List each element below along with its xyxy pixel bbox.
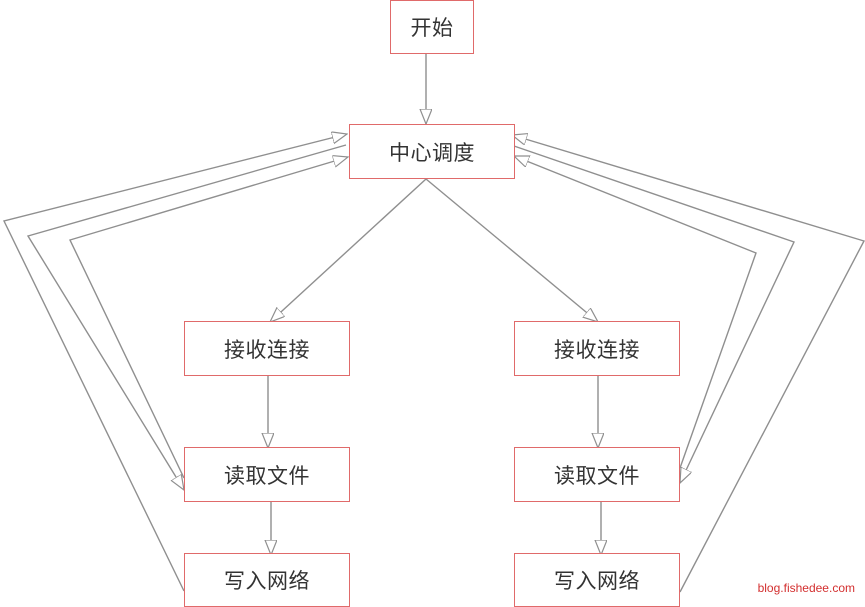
edge-left-write-to-dispatcher: [2, 134, 347, 592]
edge-right-write-to-dispatcher: [512, 135, 865, 593]
edge-dispatcher-to-right-accept: [425, 178, 598, 322]
left-read-node: 读取文件: [184, 447, 350, 502]
left-accept-node: 接收连接: [184, 321, 350, 376]
edge-right-read-to-dispatcher: [513, 145, 795, 483]
right-read-node: 读取文件: [514, 447, 680, 502]
left-write-node: 写入网络: [184, 553, 350, 607]
watermark: blog.fishedee.com: [757, 581, 855, 595]
edge-left-accept-to-dispatcher: [69, 157, 348, 479]
edge-dispatcher-to-left-accept: [270, 178, 427, 322]
dispatcher-node: 中心调度: [349, 124, 515, 179]
edge-left-read-to-dispatcher: [26, 144, 347, 490]
edge-right-accept-to-dispatcher: [514, 155, 757, 469]
start-node: 开始: [390, 0, 474, 54]
right-write-node: 写入网络: [514, 553, 680, 607]
right-accept-node: 接收连接: [514, 321, 680, 376]
